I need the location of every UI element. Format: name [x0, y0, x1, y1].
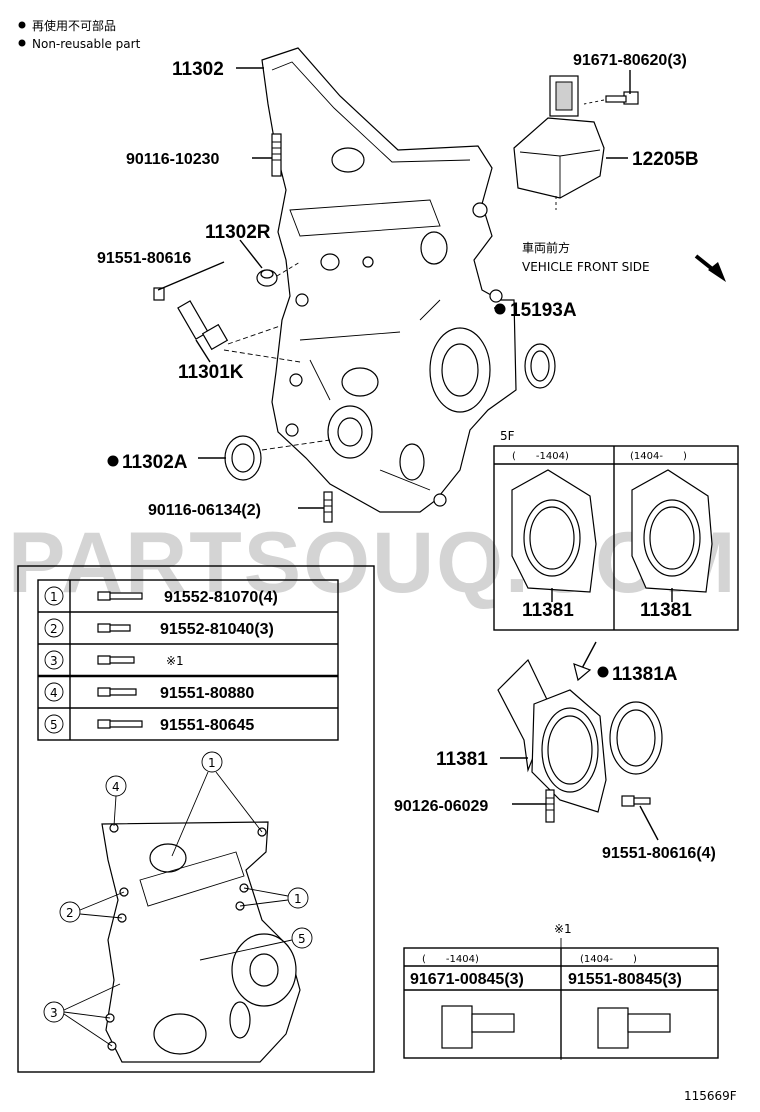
label-12205b: 12205B	[632, 149, 699, 170]
label-91551-80616-4: 91551-80616(4)	[602, 845, 716, 862]
callout-number: 2	[66, 906, 74, 920]
bolt-row-part: ※1	[166, 654, 184, 668]
stud-drawing	[323, 491, 333, 523]
label-11302a: 11302A	[122, 452, 188, 473]
label-91551-80616: 91551-80616	[97, 250, 191, 267]
note-1-table: ※1 ( -1404) (1404- ) 91671-00845(3) 9155…	[403, 922, 719, 1060]
note-1-col1-range: ( -1404)	[422, 954, 479, 965]
seal-15193a-drawing	[524, 343, 556, 389]
bolt-row-1: 1 91552-81070(4)	[44, 586, 278, 606]
callout-3: 3	[43, 983, 121, 1047]
label-90126-06029: 90126-06029	[394, 798, 488, 815]
legend-en: Non-reusable part	[32, 37, 141, 51]
callout-number: 3	[50, 1006, 58, 1020]
label-11302r: 11302R	[205, 222, 271, 243]
bolt-reference-panel	[17, 565, 375, 1073]
stud-bolt-drawing	[271, 133, 282, 177]
box-5f-tag: 5F	[500, 429, 515, 443]
bolt-row-2: 2 91552-81040(3)	[44, 618, 274, 638]
variant-box-5f: 5F ( -1404) (1404- ) 11381 11381	[493, 429, 739, 631]
bolt-row-part: 91551-80645	[160, 717, 254, 734]
label-90116-10230: 90116-10230	[126, 151, 220, 168]
non-reusable-marker-icon	[18, 21, 26, 29]
bolt-row-4: 4 91551-80880	[44, 682, 254, 702]
label-11381a: 11381A	[612, 664, 678, 685]
direction-en: VEHICLE FRONT SIDE	[522, 260, 650, 274]
label-15193a: 15193A	[510, 300, 577, 321]
timing-chain-cover-drawing	[261, 47, 517, 513]
callout-number: 1	[294, 892, 302, 906]
non-reusable-marker-icon	[597, 666, 609, 678]
bolt-drawing	[583, 91, 639, 105]
label-11302: 11302	[172, 59, 224, 80]
rear-seal-assembly	[497, 641, 663, 823]
bolt-row-number: 4	[50, 686, 58, 700]
box-5f-label-2: 11381	[640, 600, 692, 621]
callout-number: 5	[298, 932, 306, 946]
box-5f-col1: ( -1404)	[512, 451, 569, 462]
oil-seal-drawing	[224, 435, 331, 481]
label-90116-06134: 90116-06134(2)	[148, 502, 261, 519]
bolt-table: 1 91552-81070(4) 2 91552-81040(3) 3 ※1 4…	[44, 586, 278, 734]
legend-jp: 再使用不可部品	[32, 18, 116, 33]
callout-1-right: 1	[239, 887, 309, 909]
direction-jp: 車両前方	[522, 240, 570, 255]
bolt-position-diagram	[101, 821, 301, 1063]
non-reusable-marker-icon	[18, 39, 26, 47]
ventilation-cover-drawing	[513, 75, 605, 210]
legend: 再使用不可部品 Non-reusable part	[18, 18, 141, 51]
bolt-row-5: 5 91551-80645	[44, 714, 254, 734]
label-11381: 11381	[436, 749, 488, 770]
callout-2: 2	[59, 891, 125, 923]
label-91671-80620: 91671-80620(3)	[573, 52, 687, 69]
non-reusable-marker-icon	[107, 455, 119, 467]
note-1-col2-range: (1404- )	[580, 954, 637, 965]
callout-number: 4	[112, 780, 120, 794]
callout-5: 5	[199, 927, 313, 961]
note-1-mark: ※1	[554, 922, 572, 936]
plug-drawing	[256, 261, 301, 287]
box-5f-label-1: 11381	[522, 600, 574, 621]
bolt-row-number: 3	[50, 654, 58, 668]
bolt-row-number: 5	[50, 718, 58, 732]
leader-lines	[107, 67, 631, 678]
callout-number: 1	[208, 756, 216, 770]
note-1-col1-part: 91671-00845(3)	[410, 971, 524, 988]
callout-4: 4	[105, 775, 127, 827]
vehicle-front-arrow-icon	[694, 254, 726, 282]
bolt-row-part: 91551-80880	[160, 685, 254, 702]
figure-id: 115669F	[684, 1089, 737, 1103]
bolt-row-part: 91552-81040(3)	[160, 621, 274, 638]
bolt-row-3: 3 ※1	[44, 650, 184, 670]
bolt-row-number: 1	[50, 590, 58, 604]
box-5f-col2: (1404- )	[630, 451, 687, 462]
non-reusable-marker-icon	[494, 303, 506, 315]
bolt-row-part: 91552-81070(4)	[164, 589, 278, 606]
label-11301k: 11301K	[178, 362, 244, 383]
sensor-drawing	[153, 287, 301, 363]
bolt-row-number: 2	[50, 622, 58, 636]
callout-1-top: 1	[171, 751, 263, 857]
note-1-col2-part: 91551-80845(3)	[568, 971, 682, 988]
